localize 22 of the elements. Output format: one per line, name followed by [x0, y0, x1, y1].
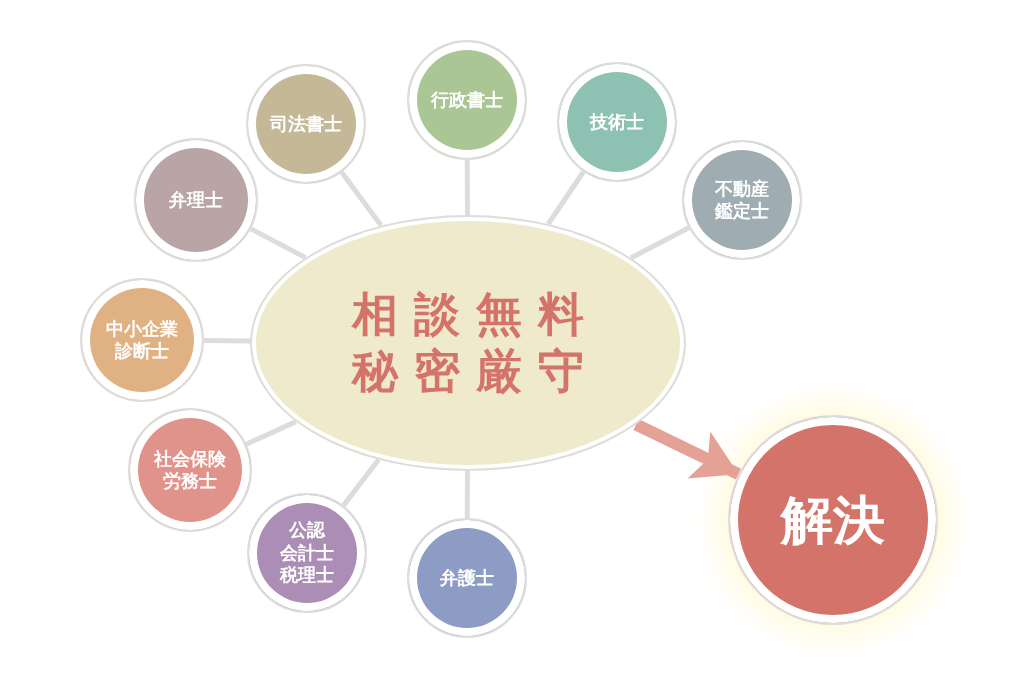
- connector-line: [203, 338, 251, 344]
- node-label: 不動産鑑定士: [715, 177, 769, 223]
- node-label: 相談無料: [351, 285, 601, 343]
- node-label: 社会保険労務士: [154, 447, 226, 493]
- connector-line: [629, 225, 690, 261]
- node-label: 中小企業診断士: [106, 317, 178, 363]
- arrow: [633, 419, 742, 480]
- connector-line: [245, 419, 297, 447]
- node-label: 秘密厳守: [351, 343, 601, 400]
- node-label: 行政書士: [431, 88, 503, 112]
- node-label: 司法書士: [270, 112, 342, 136]
- node-label: 公認会計士税理士: [280, 519, 334, 587]
- node-label: 解決: [781, 488, 885, 552]
- connector-line: [341, 458, 381, 507]
- node-label: 弁護士: [440, 566, 494, 590]
- connector-line: [546, 170, 586, 226]
- connector-line: [464, 160, 470, 215]
- connector-line: [464, 471, 470, 518]
- connector-line: [339, 170, 384, 228]
- node-label: 弁理士: [169, 188, 223, 212]
- connector-line: [249, 226, 307, 260]
- node-label: 技術士: [590, 110, 644, 134]
